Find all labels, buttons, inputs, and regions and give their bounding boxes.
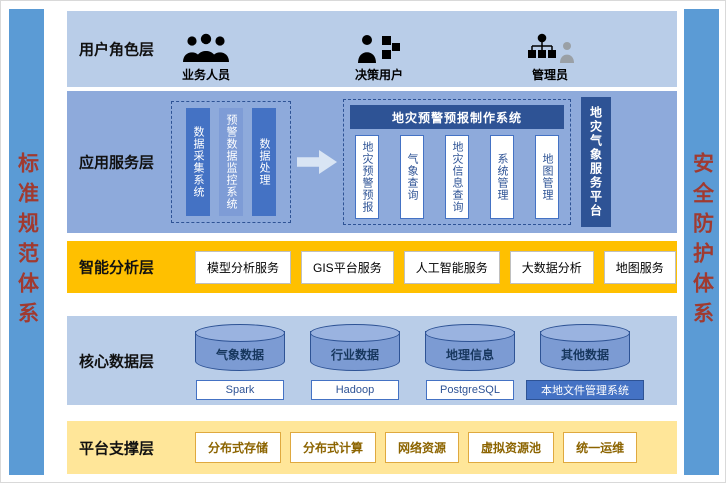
left-pillar-label: 标准规范体系 [15,152,39,332]
service-gis-platform: GIS平台服务 [301,250,394,284]
data-tool-list: Spark Hadoop PostgreSQL 本地文件管理系统 [196,380,644,400]
database-cylinder-other: 其他数据 [540,324,630,371]
system-bar-data-collection: 数据采集系统 [186,108,210,216]
analysis-layer-label: 智能分析层 [79,259,155,277]
database-label: 地理信息 [445,347,494,362]
layers-stack: 用户角色层 业务人员 [67,1,677,482]
core-data-layer: 核心数据层 气象数据 行业数据 地理信息 其他数据 Spark Hadoop P… [67,316,677,405]
app-service-layer: 应用服务层 数据采集系统 预警数据监控系统 数据处理 地灾预警预报制作系统 地灾… [67,91,677,233]
database-label: 其他数据 [560,347,609,362]
service-map: 地图服务 [603,250,676,284]
resource-distributed-storage: 分布式存储 [195,432,282,463]
database-cylinder-weather: 气象数据 [195,324,285,371]
service-model-analysis: 模型分析服务 [195,250,292,284]
service-list: 模型分析服务 GIS平台服务 人工智能服务 大数据分析 地图服务 [195,241,676,293]
system-bar-data-processing: 数据处理 [252,108,276,216]
module-map-management: 地图管理 [535,135,559,219]
role-label: 业务人员 [181,68,230,82]
resource-list: 分布式存储 分布式计算 网络资源 虚拟资源池 统一运维 [195,421,638,474]
tool-postgresql: PostgreSQL [426,380,514,400]
resource-unified-ops: 统一运维 [563,432,638,463]
resource-virtual-pool: 虚拟资源池 [468,432,555,463]
module-disaster-info-query: 地灾信息查询 [445,135,469,219]
resource-network: 网络资源 [385,432,460,463]
core-data-layer-label: 核心数据层 [79,353,155,370]
admin-org-icon [527,33,574,63]
module-weather-query: 气象查询 [400,135,424,219]
support-layer: 平台支撑层 分布式存储 分布式计算 网络资源 虚拟资源池 统一运维 [67,421,677,474]
user-role-layer-label: 用户角色层 [79,41,155,59]
role-business-users: 业务人员 [179,17,233,83]
database-label: 气象数据 [215,347,264,362]
module-list: 地灾预警预报 气象查询 地灾信息查询 系统管理 地图管理 [350,135,564,219]
analysis-layer: 智能分析层 模型分析服务 GIS平台服务 人工智能服务 大数据分析 地图服务 [67,241,677,293]
source-systems-group: 数据采集系统 预警数据监控系统 数据处理 [171,101,291,223]
user-role-layer: 用户角色层 业务人员 [67,11,677,87]
role-label: 决策用户 [354,68,403,82]
module-warning-forecast: 地灾预警预报 [355,135,379,219]
tool-hadoop: Hadoop [311,380,399,400]
database-list: 气象数据 行业数据 地理信息 其他数据 [195,324,630,371]
role-label: 管理员 [531,68,568,82]
right-pillar: 安全防护体系 [684,9,719,475]
flow-arrow-icon [297,150,337,174]
resource-distributed-computing: 分布式计算 [290,432,377,463]
system-bar-warning-monitor: 预警数据监控系统 [219,108,243,216]
role-list: 业务人员 决策用户 [179,17,575,83]
main-system-group: 地灾预警预报制作系统 地灾预警预报 气象查询 地灾信息查询 系统管理 地图管理 [343,99,571,225]
left-pillar: 标准规范体系 [9,9,44,475]
main-system-title: 地灾预警预报制作系统 [350,105,564,129]
role-administrator: 管理员 [525,17,575,83]
module-system-management: 系统管理 [490,135,514,219]
database-label: 行业数据 [330,347,379,362]
service-ai: 人工智能服务 [403,250,500,284]
business-users-icon [183,33,229,62]
app-service-layer-label: 应用服务层 [79,154,155,172]
decision-user-icon [357,35,400,63]
support-layer-label: 平台支撑层 [79,440,155,457]
service-big-data: 大数据分析 [509,250,594,284]
tool-spark: Spark [196,380,284,400]
service-platform-bar: 地灾气象服务平台 [581,97,611,227]
database-cylinder-industry: 行业数据 [310,324,400,371]
role-decision-users: 决策用户 [355,17,403,83]
database-cylinder-geographic: 地理信息 [425,324,515,371]
right-pillar-label: 安全防护体系 [690,152,714,332]
tool-local-file-system: 本地文件管理系统 [526,380,644,400]
